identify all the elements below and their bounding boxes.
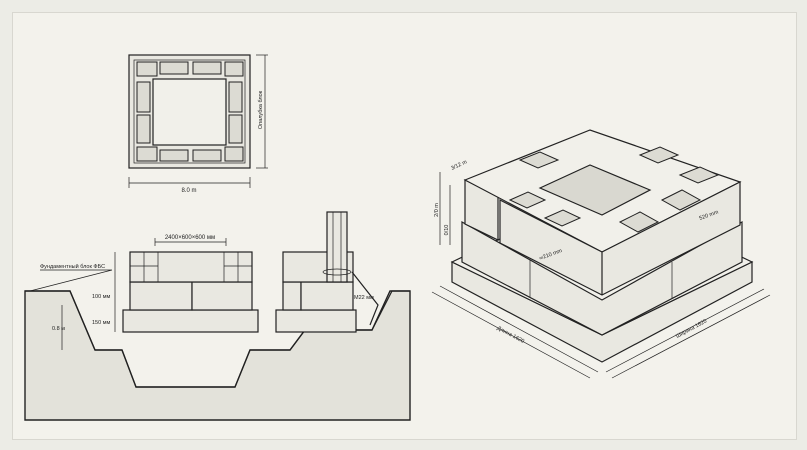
top-offset-label: 3/12 m	[450, 159, 468, 172]
dim-100-label: 100 мм	[92, 294, 110, 300]
plan-view: 8.0 m Опалубка блок	[128, 54, 268, 194]
iso-view: 3/12 m 2/0 m 0/10 520 mm ∞210 mm Длина 1…	[431, 129, 771, 379]
depth-label: 0.8 м	[52, 326, 65, 332]
height-lower-label: 0/10	[444, 225, 450, 236]
block-size-label: 2400×600×600 мм	[165, 235, 215, 241]
plan-height-label: Опалубка блок	[258, 90, 264, 129]
plan-width-label: 8.0 m	[181, 188, 196, 194]
height-total-label: 2/0 m	[434, 203, 440, 217]
length-left-label: Длина 1620	[496, 325, 525, 344]
dim-150-label: 150 мм	[92, 320, 110, 326]
rod-label: М22 мм	[354, 295, 374, 301]
section-view: 2400×600×600 мм Фундаментный блок ФБС 10…	[24, 211, 411, 421]
foundation-block-label: Фундаментный блок ФБС	[40, 263, 105, 270]
